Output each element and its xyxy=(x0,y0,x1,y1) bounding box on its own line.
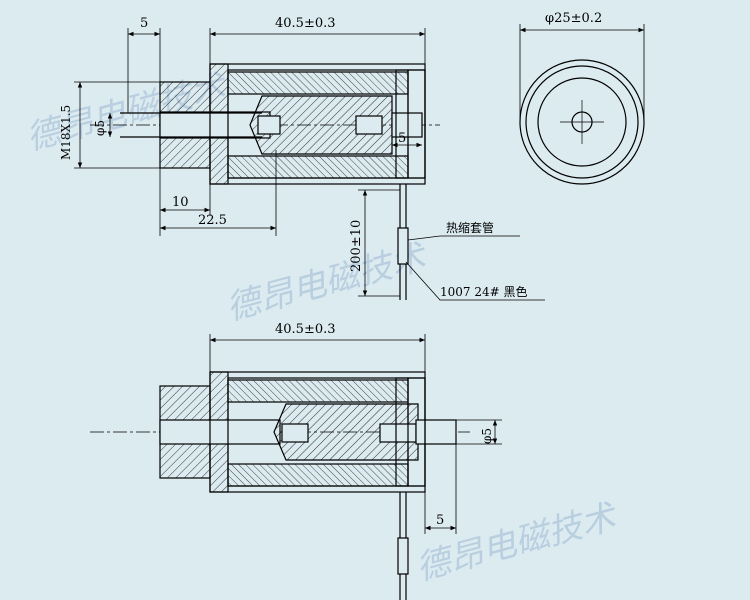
top-shaft-ext-label: 5 xyxy=(140,16,148,31)
top-mount225-label: 22.5 xyxy=(198,213,227,228)
bottom-dimension-labels: 40.5±0.3 φ5 5 xyxy=(275,322,494,528)
top-thread-label: M18X1.5 xyxy=(59,105,73,160)
top-width-label: 40.5±0.3 xyxy=(275,16,336,31)
bottom-coil-upper xyxy=(227,379,409,403)
top-mount10-label: 10 xyxy=(172,195,189,210)
end-mid-circle xyxy=(525,65,639,179)
end-inner-circle xyxy=(537,77,627,167)
top-lead-label: 200±10 xyxy=(349,220,364,272)
top-shaft-dia-label: φ5 xyxy=(93,120,107,136)
bottom-coil-lower xyxy=(227,463,409,487)
top-plunger xyxy=(249,95,393,155)
bottom-section-view xyxy=(90,371,470,600)
bottom-stroke-label: 5 xyxy=(436,513,444,528)
end-diameter-label: φ25±0.2 xyxy=(545,11,602,26)
bottom-shaft-dia-label: φ5 xyxy=(480,428,494,444)
top-heat-shrink xyxy=(397,227,409,265)
bottom-width-label: 40.5±0.3 xyxy=(275,322,336,337)
top-stroke-label: 5 xyxy=(398,131,406,146)
bottom-heat-shrink xyxy=(397,537,409,575)
watermark-text-3: 德昂电磁技术 xyxy=(412,496,622,588)
top-coil-lower xyxy=(227,155,409,179)
top-dimension-labels: 40.5±0.3 5 M18X1.5 φ5 10 22.5 5 200±10 热… xyxy=(59,16,528,299)
top-coil-upper xyxy=(227,71,409,95)
top-dimensions xyxy=(74,28,545,301)
end-view xyxy=(519,24,645,185)
bottom-dimensions xyxy=(209,334,502,534)
top-section-view xyxy=(90,63,440,300)
top-sleeve-label: 热缩套管 xyxy=(446,220,494,235)
wire-leader xyxy=(405,261,545,301)
sleeve-leader xyxy=(407,235,520,241)
top-wire-label: 1007 24# 黑色 xyxy=(440,285,528,299)
